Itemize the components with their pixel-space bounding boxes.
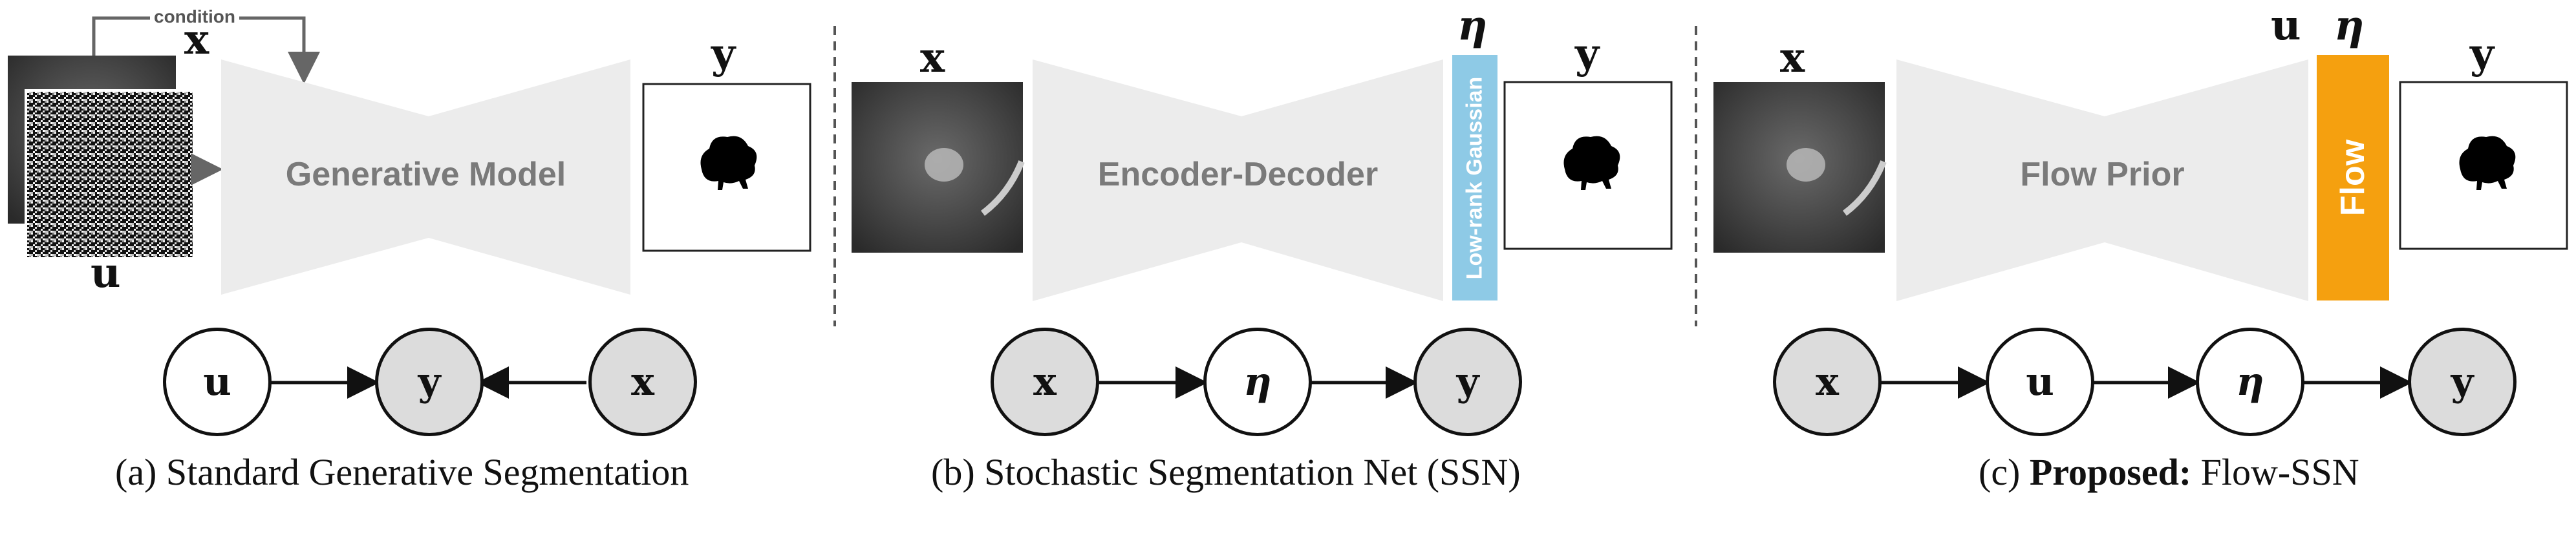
model-label-b: Encoder-Decoder — [1097, 156, 1379, 193]
output-y-label-a: y — [711, 30, 736, 78]
panel-c — [1713, 55, 2568, 399]
low-rank-gaussian-block — [1452, 55, 1497, 300]
flow-prior-shape — [1896, 59, 2308, 301]
condition-label: condition — [150, 6, 239, 27]
model-label-a: Generative Model — [285, 156, 566, 193]
output-y-label-b: y — [1575, 30, 1600, 78]
noise-image — [25, 89, 195, 260]
head-symbol-u-c: u — [2271, 1, 2301, 50]
mask-blob-c — [2459, 136, 2516, 190]
caption-c: (c) Proposed: Flow-SSN — [1979, 450, 2359, 494]
mask-blob-b — [1563, 136, 1620, 190]
generative-model-shape — [221, 59, 630, 295]
caption-c-prefix: (c) — [1979, 451, 2030, 493]
graph-node-eta-c: η — [2196, 328, 2304, 436]
head-symbol-eta-c: η — [2334, 1, 2365, 50]
caption-b: (b) Stochastic Segmentation Net (SSN) — [931, 451, 1521, 493]
flow-label: Flow — [2334, 139, 2372, 216]
low-rank-gaussian-label: Low-rank Gaussian — [1462, 76, 1487, 279]
caption-c-rest: Flow-SSN — [2191, 451, 2359, 493]
graph-node-u-a: u — [163, 328, 272, 436]
panel-b — [852, 55, 1673, 399]
head-symbol-eta-b: η — [1457, 1, 1488, 50]
mask-blob-a — [700, 136, 757, 190]
graph-node-y-c: y — [2408, 328, 2517, 436]
graph-node-x-b: x — [991, 328, 1099, 436]
input-u-label-a: u — [91, 249, 121, 297]
graph-node-eta-b: η — [1203, 328, 1312, 436]
model-label-c: Flow Prior — [2020, 156, 2185, 193]
input-x-label-c: x — [1780, 34, 1805, 82]
caption-a: (a) Standard Generative Segmentation — [115, 451, 689, 493]
panel-a — [8, 16, 811, 399]
graph-node-x-a: x — [588, 328, 697, 436]
input-x-label-a: x — [184, 16, 209, 64]
graph-node-u-c: u — [1986, 328, 2094, 436]
input-x-label-b: x — [920, 34, 945, 82]
graph-node-y-b: y — [1413, 328, 1522, 436]
output-y-label-c: y — [2470, 30, 2495, 78]
graph-node-y-a: y — [375, 328, 484, 436]
graph-node-x-c: x — [1773, 328, 1882, 436]
encoder-decoder-shape — [1033, 59, 1443, 301]
caption-c-bold: Proposed: — [2029, 451, 2192, 493]
flow-block — [2317, 55, 2389, 300]
